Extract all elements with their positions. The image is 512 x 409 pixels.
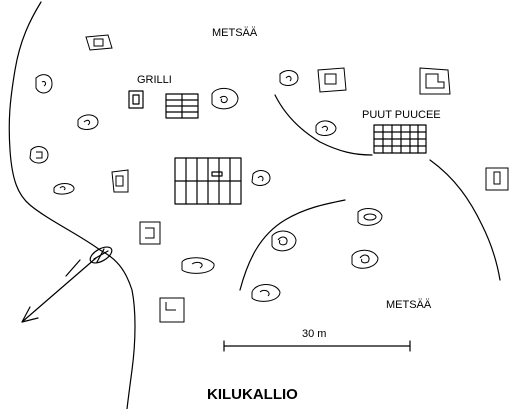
path-right xyxy=(429,159,501,281)
grill-label: GRILLI xyxy=(137,74,172,86)
shoreline-line xyxy=(8,1,136,409)
rock-12-icon xyxy=(419,67,451,95)
shelter-building-icon xyxy=(174,157,242,205)
grill-icon xyxy=(128,90,144,109)
path-upper-right xyxy=(274,94,373,156)
scale-label: 30 m xyxy=(302,328,326,340)
rock-11-icon xyxy=(315,120,337,136)
rock-3-icon xyxy=(77,114,99,130)
rock-20-icon xyxy=(159,297,185,323)
arrow-head xyxy=(21,306,39,323)
rock-1-icon xyxy=(85,34,113,51)
woodshed-label: PUUT PUUCEE xyxy=(362,109,441,121)
rock-6-icon xyxy=(111,169,129,193)
rock-18-icon xyxy=(351,249,379,269)
rock-19-icon xyxy=(251,284,281,302)
rock-17-icon xyxy=(357,208,383,226)
rock-5-icon xyxy=(53,183,75,195)
scale-bar xyxy=(223,340,411,352)
map-title: KILUKALLIO xyxy=(207,386,298,403)
rock-4-icon xyxy=(29,146,49,164)
arrow-branch xyxy=(65,259,81,277)
rock-9-icon xyxy=(279,70,299,86)
rock-14-icon xyxy=(139,221,161,245)
rock-15-icon xyxy=(181,257,215,274)
path-lower xyxy=(239,199,346,291)
rock-13-icon xyxy=(485,167,509,191)
forest-top-label: METSÄÄ xyxy=(212,27,258,39)
arrow-shaft xyxy=(21,257,97,323)
boat-icon xyxy=(89,246,113,264)
picnic-table-icon xyxy=(165,93,199,119)
rock-2-icon xyxy=(35,74,53,94)
forest-bottom-label: METSÄÄ xyxy=(386,299,432,311)
rock-7-icon xyxy=(211,88,239,110)
rock-8-icon xyxy=(251,170,271,186)
rock-10-icon xyxy=(317,67,347,93)
woodshed-building-icon xyxy=(373,124,427,154)
rock-16-icon xyxy=(271,230,297,252)
